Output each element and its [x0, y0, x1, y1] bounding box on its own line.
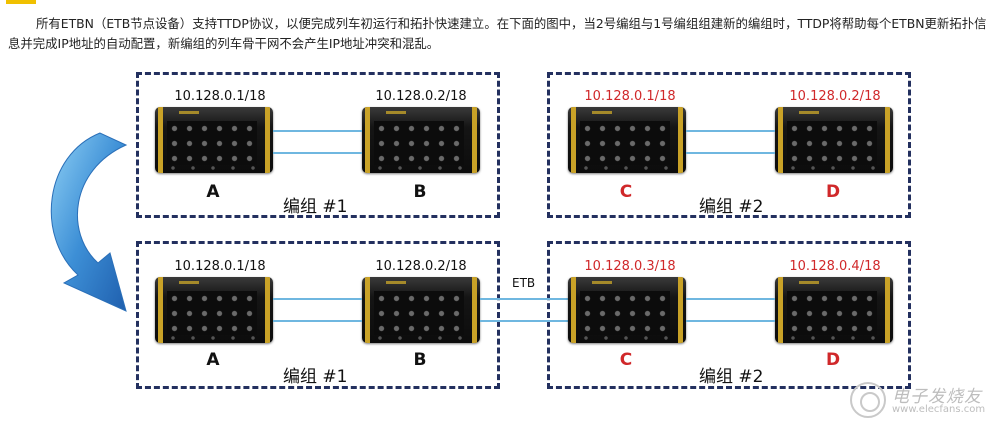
- top-link-ab-1: [273, 130, 362, 132]
- top-group-2-box: [547, 72, 911, 218]
- watermark-logo-icon: [850, 382, 886, 418]
- top-switch-c-ip: 10.128.0.1/18: [584, 89, 676, 104]
- top-group-1-box: [136, 72, 500, 218]
- bottom-switch-d-ip: 10.128.0.4/18: [789, 259, 881, 274]
- top-switch-b-ip: 10.128.0.2/18: [375, 89, 467, 104]
- top-letter-b: B: [413, 182, 427, 202]
- top-letter-d: D: [825, 182, 841, 202]
- top-link-ab-2: [273, 152, 362, 154]
- bottom-link-ab-1: [273, 298, 362, 300]
- bottom-letter-b: B: [413, 350, 427, 370]
- bottom-link-cd-2: [686, 320, 775, 322]
- bottom-link-cd-1: [686, 298, 775, 300]
- bottom-switch-b-ip: 10.128.0.2/18: [375, 259, 467, 274]
- top-link-cd-2: [686, 152, 775, 154]
- top-switch-b: [362, 107, 480, 173]
- curved-arrow-icon: [50, 132, 128, 312]
- bottom-letter-d: D: [825, 350, 841, 370]
- top-accent-bar: [6, 0, 36, 4]
- top-switch-a: [155, 107, 273, 173]
- bottom-switch-d: [775, 277, 893, 343]
- watermark: 电子发烧友 www.elecfans.com: [850, 380, 998, 424]
- watermark-url: www.elecfans.com: [892, 404, 986, 415]
- top-letter-a: A: [206, 182, 220, 202]
- top-switch-d-ip: 10.128.0.2/18: [789, 89, 881, 104]
- top-letter-c: C: [619, 182, 633, 202]
- intro-paragraph: 所有ETBN（ETB节点设备）支持TTDP协议，以便完成列车初运行和拓扑快速建立…: [8, 16, 987, 51]
- bottom-switch-c: [568, 277, 686, 343]
- bottom-group-1-label: 编组 #1: [283, 367, 348, 387]
- top-switch-a-ip: 10.128.0.1/18: [174, 89, 266, 104]
- bottom-switch-b: [362, 277, 480, 343]
- watermark-title: 电子发烧友: [892, 387, 982, 407]
- bottom-group-1-box: [136, 241, 500, 389]
- etb-link-1: [480, 298, 568, 300]
- etb-link-2: [480, 320, 568, 322]
- bottom-switch-a: [155, 277, 273, 343]
- top-switch-d: [775, 107, 893, 173]
- bottom-link-ab-2: [273, 320, 362, 322]
- bottom-switch-a-ip: 10.128.0.1/18: [174, 259, 266, 274]
- bottom-letter-a: A: [206, 350, 220, 370]
- bottom-group-2-label: 编组 #2: [699, 367, 764, 387]
- bottom-switch-c-ip: 10.128.0.3/18: [584, 259, 676, 274]
- top-group-1-label: 编组 #1: [283, 197, 348, 217]
- top-group-2-label: 编组 #2: [699, 197, 764, 217]
- etb-label: ETB: [512, 276, 536, 290]
- bottom-letter-c: C: [619, 350, 633, 370]
- top-switch-c: [568, 107, 686, 173]
- top-link-cd-1: [686, 130, 775, 132]
- bottom-group-2-box: [547, 241, 911, 389]
